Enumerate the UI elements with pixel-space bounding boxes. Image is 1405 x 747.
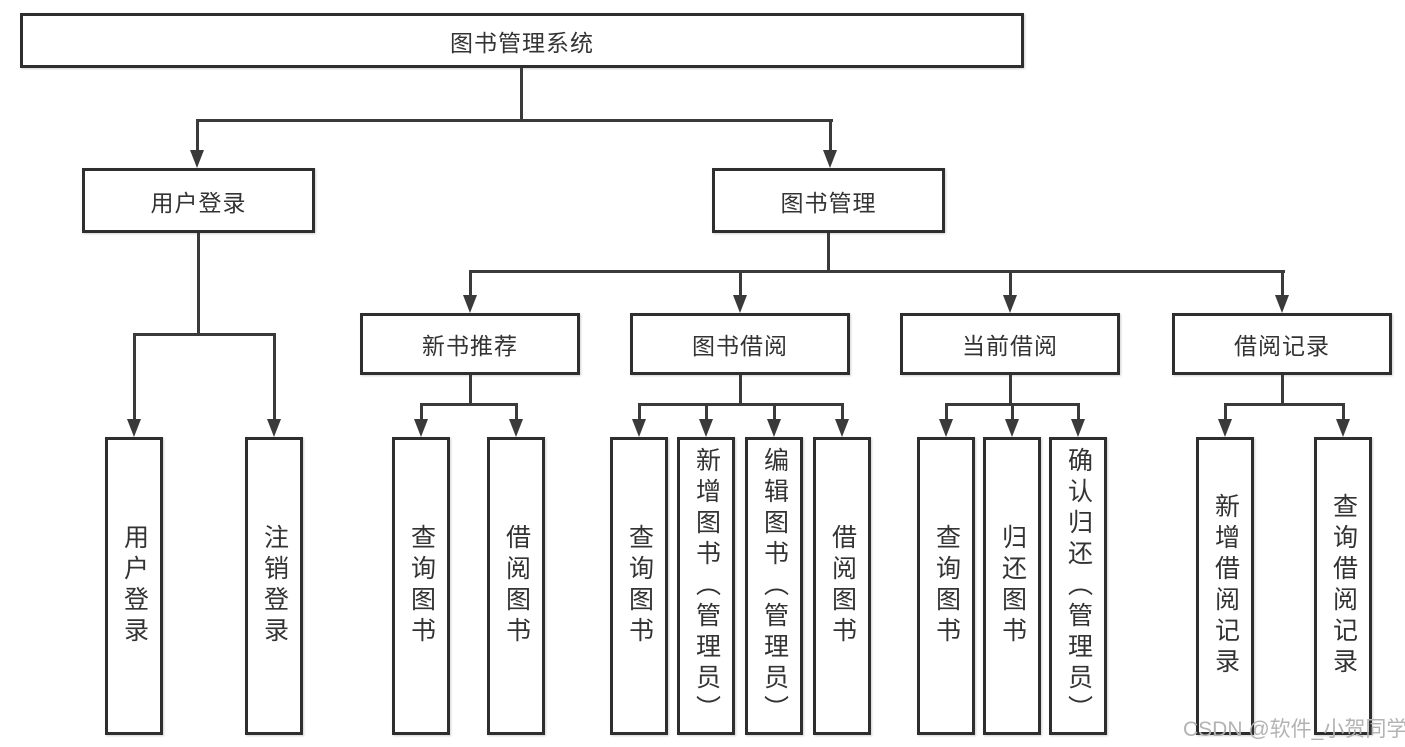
connector-bb-rail — [637, 403, 844, 406]
leaf-borrow-books-2-label: 借阅图书 — [828, 524, 857, 648]
connector-level2-rail — [196, 119, 833, 122]
leaf-borrow-books-2: 借阅图书 — [813, 437, 871, 735]
node-user-login-label: 用户登录 — [150, 189, 247, 216]
connector-level3-rail — [468, 270, 1285, 273]
node-current-borrowing: 当前借阅 — [900, 313, 1120, 375]
leaf-query-books-3: 查询图书 — [917, 437, 975, 735]
arrowhead-bb-leaf4 — [835, 419, 849, 437]
arrowhead-leaf-logout — [267, 419, 281, 437]
node-book-borrowing-label: 图书借阅 — [692, 333, 788, 359]
leaf-add-books-admin-label: 新增图书（管理员） — [692, 446, 721, 726]
arrowhead-cb-leaf2 — [1005, 419, 1019, 437]
arrowhead-book-borrowing — [733, 295, 747, 313]
arrowhead-bb-leaf3 — [767, 419, 781, 437]
leaf-return-books: 归还图书 — [983, 437, 1041, 735]
connector-drop-leaf-user-login — [132, 333, 136, 419]
connector-br-leaf1 — [1223, 403, 1227, 421]
arrowhead-bb-leaf1 — [632, 419, 646, 437]
node-new-book-recommend-label: 新书推荐 — [422, 333, 518, 359]
connector-nbr-rail — [419, 403, 518, 406]
node-book-management: 图书管理 — [712, 168, 945, 233]
node-root: 图书管理系统 — [20, 13, 1024, 68]
connector-user-login-drop — [196, 233, 200, 336]
leaf-add-borrow-record: 新增借阅记录 — [1196, 437, 1254, 735]
leaf-edit-books-admin: 编辑图书（管理员） — [745, 437, 803, 735]
node-new-book-recommend: 新书推荐 — [360, 313, 580, 375]
connector-cb-leaf1 — [944, 403, 948, 421]
connector-cb-drop — [1008, 375, 1012, 406]
connector-bb-drop — [738, 375, 742, 406]
leaf-query-borrow-record: 查询借阅记录 — [1314, 437, 1372, 735]
arrowhead-borrowing-records — [1275, 295, 1289, 313]
connector-root-drop — [519, 68, 523, 122]
connector-book-management-drop — [826, 233, 830, 273]
arrowhead-br-leaf1 — [1218, 419, 1232, 437]
connector-drop-borrowing-records — [1280, 270, 1284, 297]
leaf-logout-label: 注销登录 — [260, 524, 289, 648]
connector-drop-user-login — [195, 119, 199, 152]
connector-drop-new-book-recommend — [468, 270, 472, 297]
leaf-logout: 注销登录 — [245, 437, 303, 735]
arrowhead-leaf-user-login — [127, 419, 141, 437]
connector-nbr-leaf1 — [419, 403, 423, 421]
node-book-borrowing: 图书借阅 — [630, 313, 850, 375]
connector-cb-leaf3 — [1076, 403, 1080, 421]
connector-cb-leaf2 — [1010, 403, 1014, 421]
arrowhead-cb-leaf1 — [939, 419, 953, 437]
leaf-confirm-return-admin: 确认归还（管理员） — [1049, 437, 1107, 735]
connector-bb-leaf3 — [772, 403, 776, 421]
leaf-query-books-3-label: 查询图书 — [932, 524, 961, 648]
arrowhead-current-borrowing — [1003, 295, 1017, 313]
leaf-query-books-2: 查询图书 — [610, 437, 668, 735]
arrowhead-bb-leaf2 — [699, 419, 713, 437]
connector-nbr-leaf2 — [514, 403, 518, 421]
leaf-edit-books-admin-label: 编辑图书（管理员） — [760, 446, 789, 726]
node-borrowing-records-label: 借阅记录 — [1234, 333, 1330, 359]
connector-user-login-rail — [132, 333, 276, 336]
arrowhead-user-login — [190, 150, 204, 168]
arrowhead-cb-leaf3 — [1071, 419, 1085, 437]
leaf-confirm-return-admin-label: 确认归还（管理员） — [1064, 446, 1093, 726]
csdn-watermark: CSDN @软件_小贺同学 — [1183, 718, 1405, 741]
leaf-add-books-admin: 新增图书（管理员） — [677, 437, 735, 735]
arrowhead-nbr-leaf2 — [509, 419, 523, 437]
arrowhead-br-leaf2 — [1336, 419, 1350, 437]
connector-br-rail — [1223, 403, 1345, 406]
leaf-borrow-books-1: 借阅图书 — [487, 437, 545, 735]
node-user-login: 用户登录 — [82, 168, 315, 233]
connector-bb-leaf1 — [637, 403, 641, 421]
node-book-management-label: 图书管理 — [780, 189, 877, 216]
connector-br-drop — [1280, 375, 1284, 406]
arrowhead-nbr-leaf1 — [414, 419, 428, 437]
connector-nbr-drop — [468, 375, 472, 406]
leaf-query-books-2-label: 查询图书 — [625, 524, 654, 648]
node-borrowing-records: 借阅记录 — [1172, 313, 1392, 375]
leaf-query-books-1: 查询图书 — [392, 437, 450, 735]
connector-bb-leaf2 — [704, 403, 708, 421]
connector-drop-current-borrowing — [1008, 270, 1012, 297]
connector-drop-leaf-logout — [272, 333, 276, 419]
leaf-user-login: 用户登录 — [105, 437, 163, 735]
connector-drop-book-borrowing — [738, 270, 742, 297]
node-current-borrowing-label: 当前借阅 — [962, 333, 1058, 359]
leaf-add-borrow-record-label: 新增借阅记录 — [1211, 493, 1240, 679]
leaf-query-borrow-record-label: 查询借阅记录 — [1329, 493, 1358, 679]
leaf-user-login-label: 用户登录 — [120, 524, 149, 648]
leaf-query-books-1-label: 查询图书 — [407, 524, 436, 648]
arrowhead-new-book-recommend — [463, 295, 477, 313]
connector-bb-leaf4 — [840, 403, 844, 421]
leaf-borrow-books-1-label: 借阅图书 — [502, 524, 531, 648]
connector-br-leaf2 — [1341, 403, 1345, 421]
leaf-return-books-label: 归还图书 — [998, 524, 1027, 648]
node-root-label: 图书管理系统 — [450, 29, 594, 56]
connector-drop-book-management — [828, 119, 832, 152]
arrowhead-book-management — [823, 150, 837, 168]
